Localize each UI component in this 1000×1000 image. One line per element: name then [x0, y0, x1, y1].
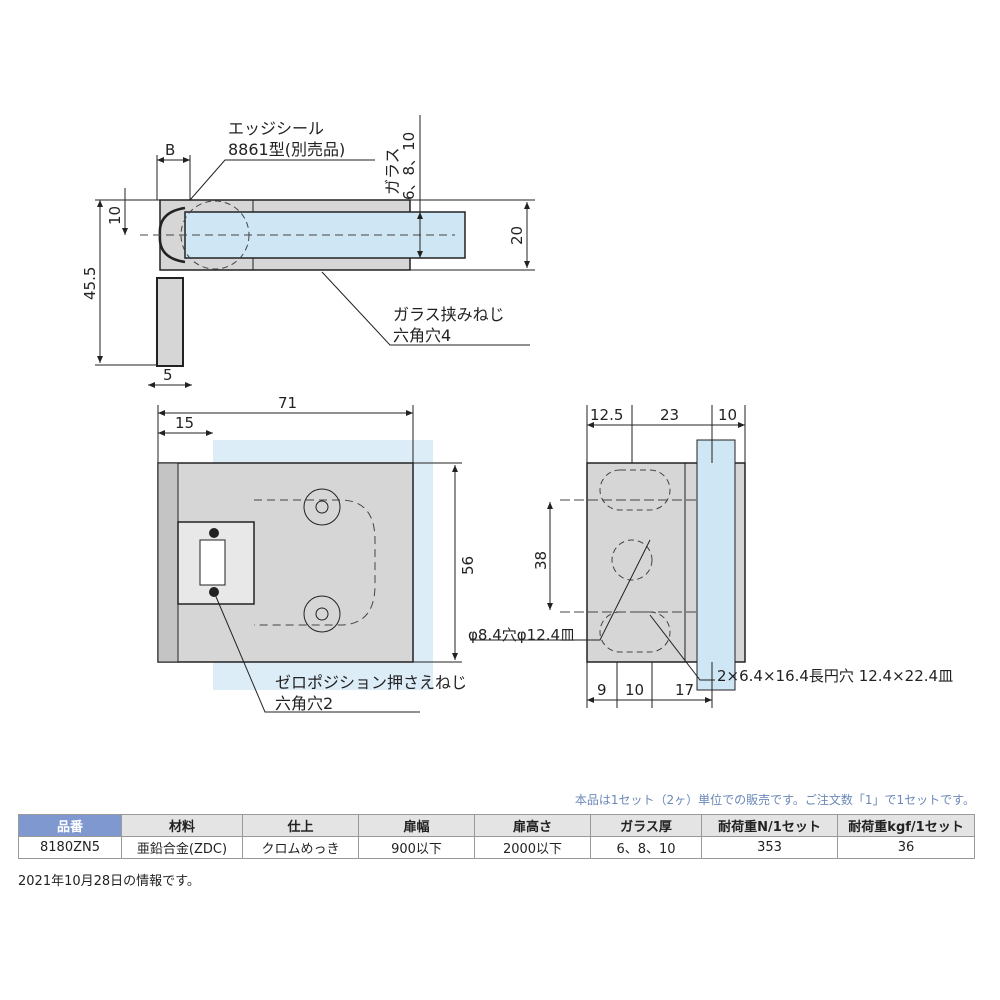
edge-seal-label: エッジシール — [228, 119, 324, 138]
dim-56: 56 — [459, 556, 477, 575]
edge-seal-model: 8861型(別売品) — [228, 140, 345, 159]
front-view: 71 15 56 ゼロポジション押さえねじ 六角穴2 — [157, 394, 477, 713]
cell-door-width: 900以下 — [358, 836, 475, 859]
info-date: 2021年10月28日の情報です。 — [18, 874, 200, 889]
cell-part-number: 8180ZN5 — [18, 836, 122, 859]
slot-hole-label: 2×6.4×16.4長円穴 12.4×22.4皿 — [717, 667, 953, 685]
glass-screw-hex: 六角穴4 — [393, 326, 451, 345]
header-door-width: 扉幅 — [358, 814, 475, 837]
side-view: 38 12.5 23 10 9 10 17 φ8.4穴φ12.4皿 2×6.4×… — [468, 405, 953, 708]
countersunk-hole-label: φ8.4穴φ12.4皿 — [468, 626, 575, 644]
cell-load-n: 353 — [701, 836, 838, 859]
dim-12-5: 12.5 — [590, 406, 623, 424]
dim-38: 38 — [532, 551, 550, 570]
dim-15: 15 — [175, 414, 194, 432]
top-view: B 10 45.5 20 5 エッジシール 8861型(別売品) ガラス 6、8… — [81, 115, 535, 388]
glass-screw-label: ガラス挟みねじ — [393, 305, 505, 324]
zero-position-screw-hex: 六角穴2 — [275, 694, 333, 713]
header-glass-thickness: ガラス厚 — [590, 814, 702, 837]
dim-45-5: 45.5 — [81, 267, 99, 300]
dim-23: 23 — [660, 406, 679, 424]
header-part-number: 品番 — [18, 814, 122, 837]
dim-10-top: 10 — [718, 406, 737, 424]
table-row: 8180ZN5 亜鉛合金(ZDC) クロムめっき 900以下 2000以下 6、… — [18, 836, 975, 859]
dim-5: 5 — [163, 366, 173, 384]
dim-10: 10 — [106, 206, 124, 225]
cell-door-height: 2000以下 — [474, 836, 591, 859]
table-header-row: 品番 材料 仕上 扉幅 扉高さ ガラス厚 耐荷重N/1セット 耐荷重kgf/1セ… — [18, 814, 975, 837]
header-load-kgf: 耐荷重kgf/1セット — [837, 814, 975, 837]
cell-glass-thickness: 6、8、10 — [590, 836, 702, 859]
header-material: 材料 — [121, 814, 243, 837]
cell-load-kgf: 36 — [837, 836, 975, 859]
dim-17: 17 — [675, 681, 694, 699]
dim-10-bottom: 10 — [625, 681, 644, 699]
spec-table: 品番 材料 仕上 扉幅 扉高さ ガラス厚 耐荷重N/1セット 耐荷重kgf/1セ… — [18, 814, 975, 859]
sales-unit-note: 本品は1セット（2ヶ）単位での販売です。ご注文数「1」で1セットです。 — [574, 793, 975, 807]
dim-20: 20 — [508, 226, 526, 245]
header-finish: 仕上 — [242, 814, 359, 837]
cell-material: 亜鉛合金(ZDC) — [121, 836, 243, 859]
cell-finish: クロムめっき — [242, 836, 359, 859]
header-load-n: 耐荷重N/1セット — [701, 814, 838, 837]
dim-9: 9 — [597, 681, 607, 699]
header-door-height: 扉高さ — [474, 814, 591, 837]
dim-b: B — [165, 141, 175, 159]
glass-thickness: 6、8、10 — [400, 132, 418, 200]
zero-position-screw-label: ゼロポジション押さえねじ — [275, 673, 467, 692]
dim-71: 71 — [278, 394, 297, 412]
glass-label: ガラス — [383, 147, 402, 195]
